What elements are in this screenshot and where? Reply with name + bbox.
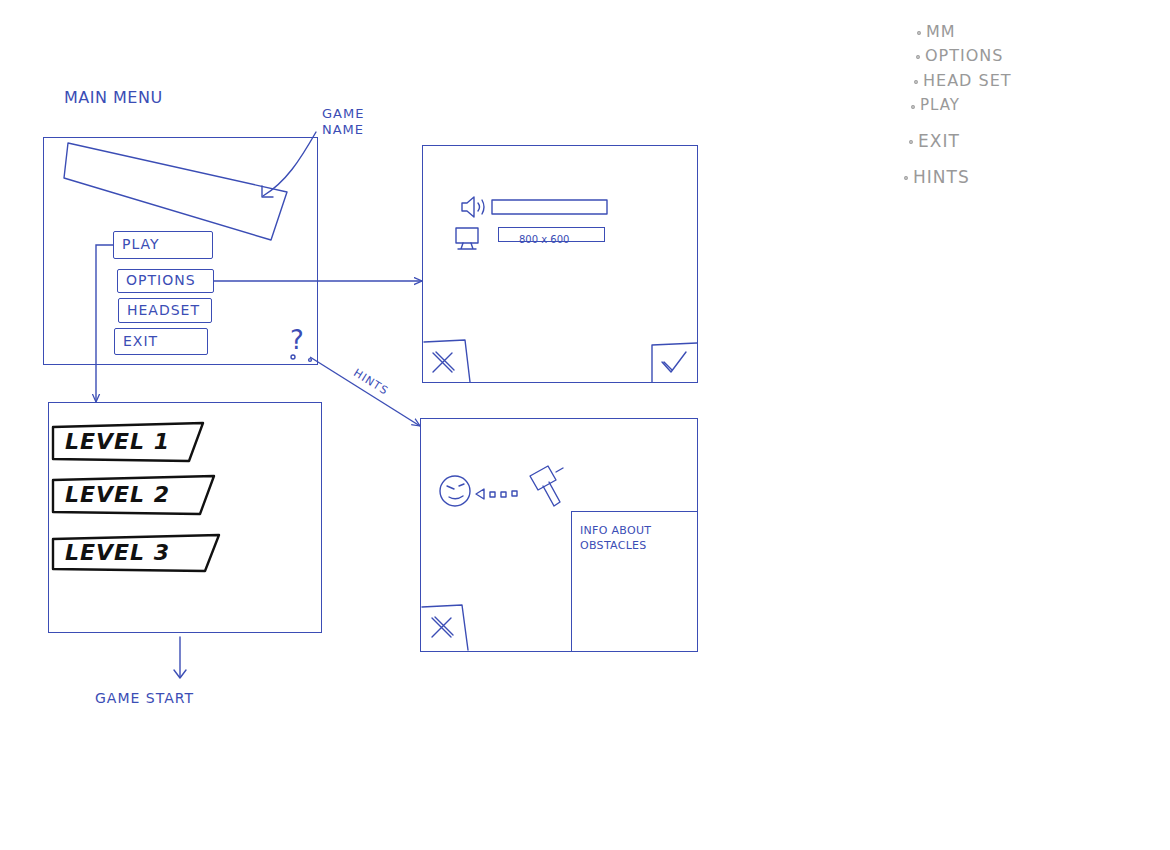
help-dot (309, 359, 312, 362)
level-label: LEVEL 3 (51, 533, 170, 573)
help-dot (291, 355, 295, 359)
obstacle-info-panel: INFO ABOUT OBSTACLES (571, 511, 697, 651)
leader-line (263, 132, 316, 196)
level-label: LEVEL 2 (51, 474, 170, 516)
cancel-button (424, 340, 470, 382)
trail-triangle (476, 489, 484, 499)
help-icon: ? (284, 323, 310, 357)
hammer-tip (556, 468, 563, 472)
note-item: HEAD SET (923, 71, 1012, 91)
note-item: PLAY (920, 96, 960, 115)
cancel-cross (433, 352, 454, 372)
help-glyph: ? (284, 323, 310, 357)
menu-button: HEADSET (118, 298, 212, 323)
resolution-field: 800 x 600 (498, 227, 605, 242)
bullet-dot (905, 177, 908, 180)
hints-screen: INFO ABOUT OBSTACLES (420, 418, 698, 652)
level-banner: LEVEL 3 (51, 533, 221, 573)
menu-button: OPTIONS (117, 269, 214, 293)
bullet-dot (910, 141, 913, 144)
menu-button: EXIT (114, 328, 208, 355)
bullet-dot (915, 81, 918, 84)
title-banner (64, 143, 287, 240)
leader-arrow (262, 186, 273, 197)
flow-label: GAME START (95, 690, 194, 708)
note-item: OPTIONS (925, 46, 1003, 66)
note-item: HINTS (913, 167, 970, 188)
flow-arrow (214, 280, 422, 281)
monitor-icon (456, 228, 478, 243)
confirm-check (662, 352, 686, 372)
hammer-handle (543, 482, 560, 506)
panel-text: INFO ABOUT OBSTACLES (572, 512, 697, 566)
flow-arrow (310, 357, 420, 426)
level-label: LEVEL 1 (51, 421, 170, 463)
note-item: MM (926, 22, 956, 42)
edge-label: HINTS (349, 365, 392, 399)
screen-heading: MAIN MENU (64, 88, 163, 107)
bullet-dot (912, 106, 915, 109)
monitor-stand (458, 243, 476, 249)
flow-arrow (174, 670, 186, 678)
field-value: 800 x 600 (515, 233, 573, 246)
confirm-button (652, 343, 697, 382)
close-button (422, 605, 468, 650)
sketch-drawings (64, 132, 697, 678)
button-label: OPTIONS (118, 270, 196, 291)
sound-waves (478, 200, 484, 214)
bullet-dot (918, 32, 921, 35)
flow-line (179, 637, 180, 677)
level-select-screen: LEVEL 1 LEVEL 2 LEVEL 3 (48, 402, 322, 633)
speaker-icon (462, 197, 474, 217)
button-label: HEADSET (119, 299, 200, 321)
note-item: EXIT (918, 131, 960, 152)
level-banner: LEVEL 1 (51, 421, 205, 463)
main-menu-screen: MAIN MENUPLAYOPTIONSHEADSETEXIT? (43, 137, 318, 365)
volume-slider (492, 200, 607, 214)
options-screen: 800 x 600 (422, 145, 698, 383)
callout-label: GAME NAME (322, 106, 380, 139)
note-bullets (905, 32, 921, 180)
button-label: EXIT (115, 329, 158, 353)
level-banner: LEVEL 2 (51, 474, 216, 516)
button-label: PLAY (114, 232, 160, 257)
trail-square (501, 492, 506, 497)
face-features (447, 484, 464, 499)
player-face (440, 476, 470, 506)
flow-arrow (96, 245, 113, 402)
trail-square (490, 492, 495, 497)
connector-layer (96, 245, 422, 426)
trail-square (512, 491, 517, 496)
menu-button: PLAY (113, 231, 213, 259)
close-cross (432, 617, 453, 637)
bullet-dot (917, 56, 920, 59)
